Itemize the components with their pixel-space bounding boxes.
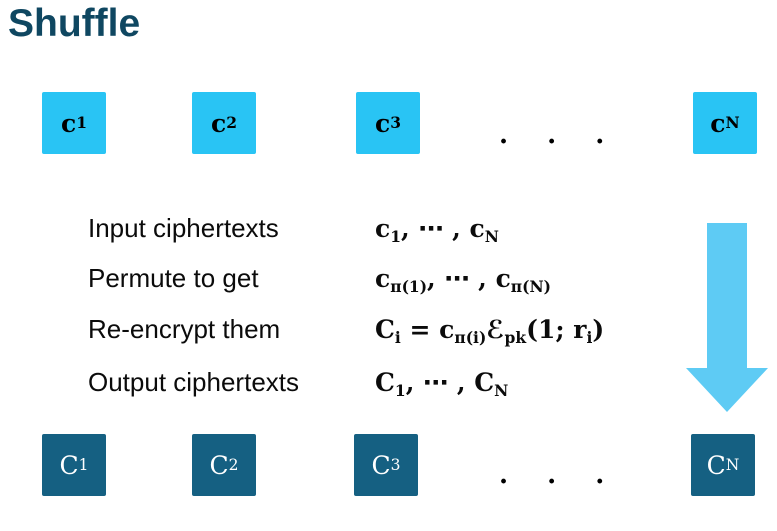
step-label: Input ciphertexts xyxy=(88,212,279,243)
input-row-ellipsis: . . . xyxy=(499,120,620,150)
step-row-output: Output ciphertexts C1, ⋯ , CN xyxy=(88,364,668,400)
step-row-reencrypt: Re-encrypt them Ci = cπ(i)ℰpk(1; ri) xyxy=(88,311,668,347)
step-formula: C1, ⋯ , CN xyxy=(375,367,509,400)
step-label: Permute to get xyxy=(88,262,259,293)
step-row-input: Input ciphertexts c1, ⋯ , cN xyxy=(88,210,668,246)
output-row-ellipsis: . . . xyxy=(499,460,620,490)
step-formula: Ci = cπ(i)ℰpk(1; ri) xyxy=(375,314,605,347)
step-label: Output ciphertexts xyxy=(88,366,299,397)
step-row-permute: Permute to get cπ(1), ⋯ , cπ(N) xyxy=(88,260,668,296)
slide-title: Shuffle xyxy=(8,2,141,45)
step-label: Re-encrypt them xyxy=(88,313,281,344)
step-formula: c1, ⋯ , cN xyxy=(375,213,499,246)
step-formula: cπ(1), ⋯ , cπ(N) xyxy=(375,263,551,296)
